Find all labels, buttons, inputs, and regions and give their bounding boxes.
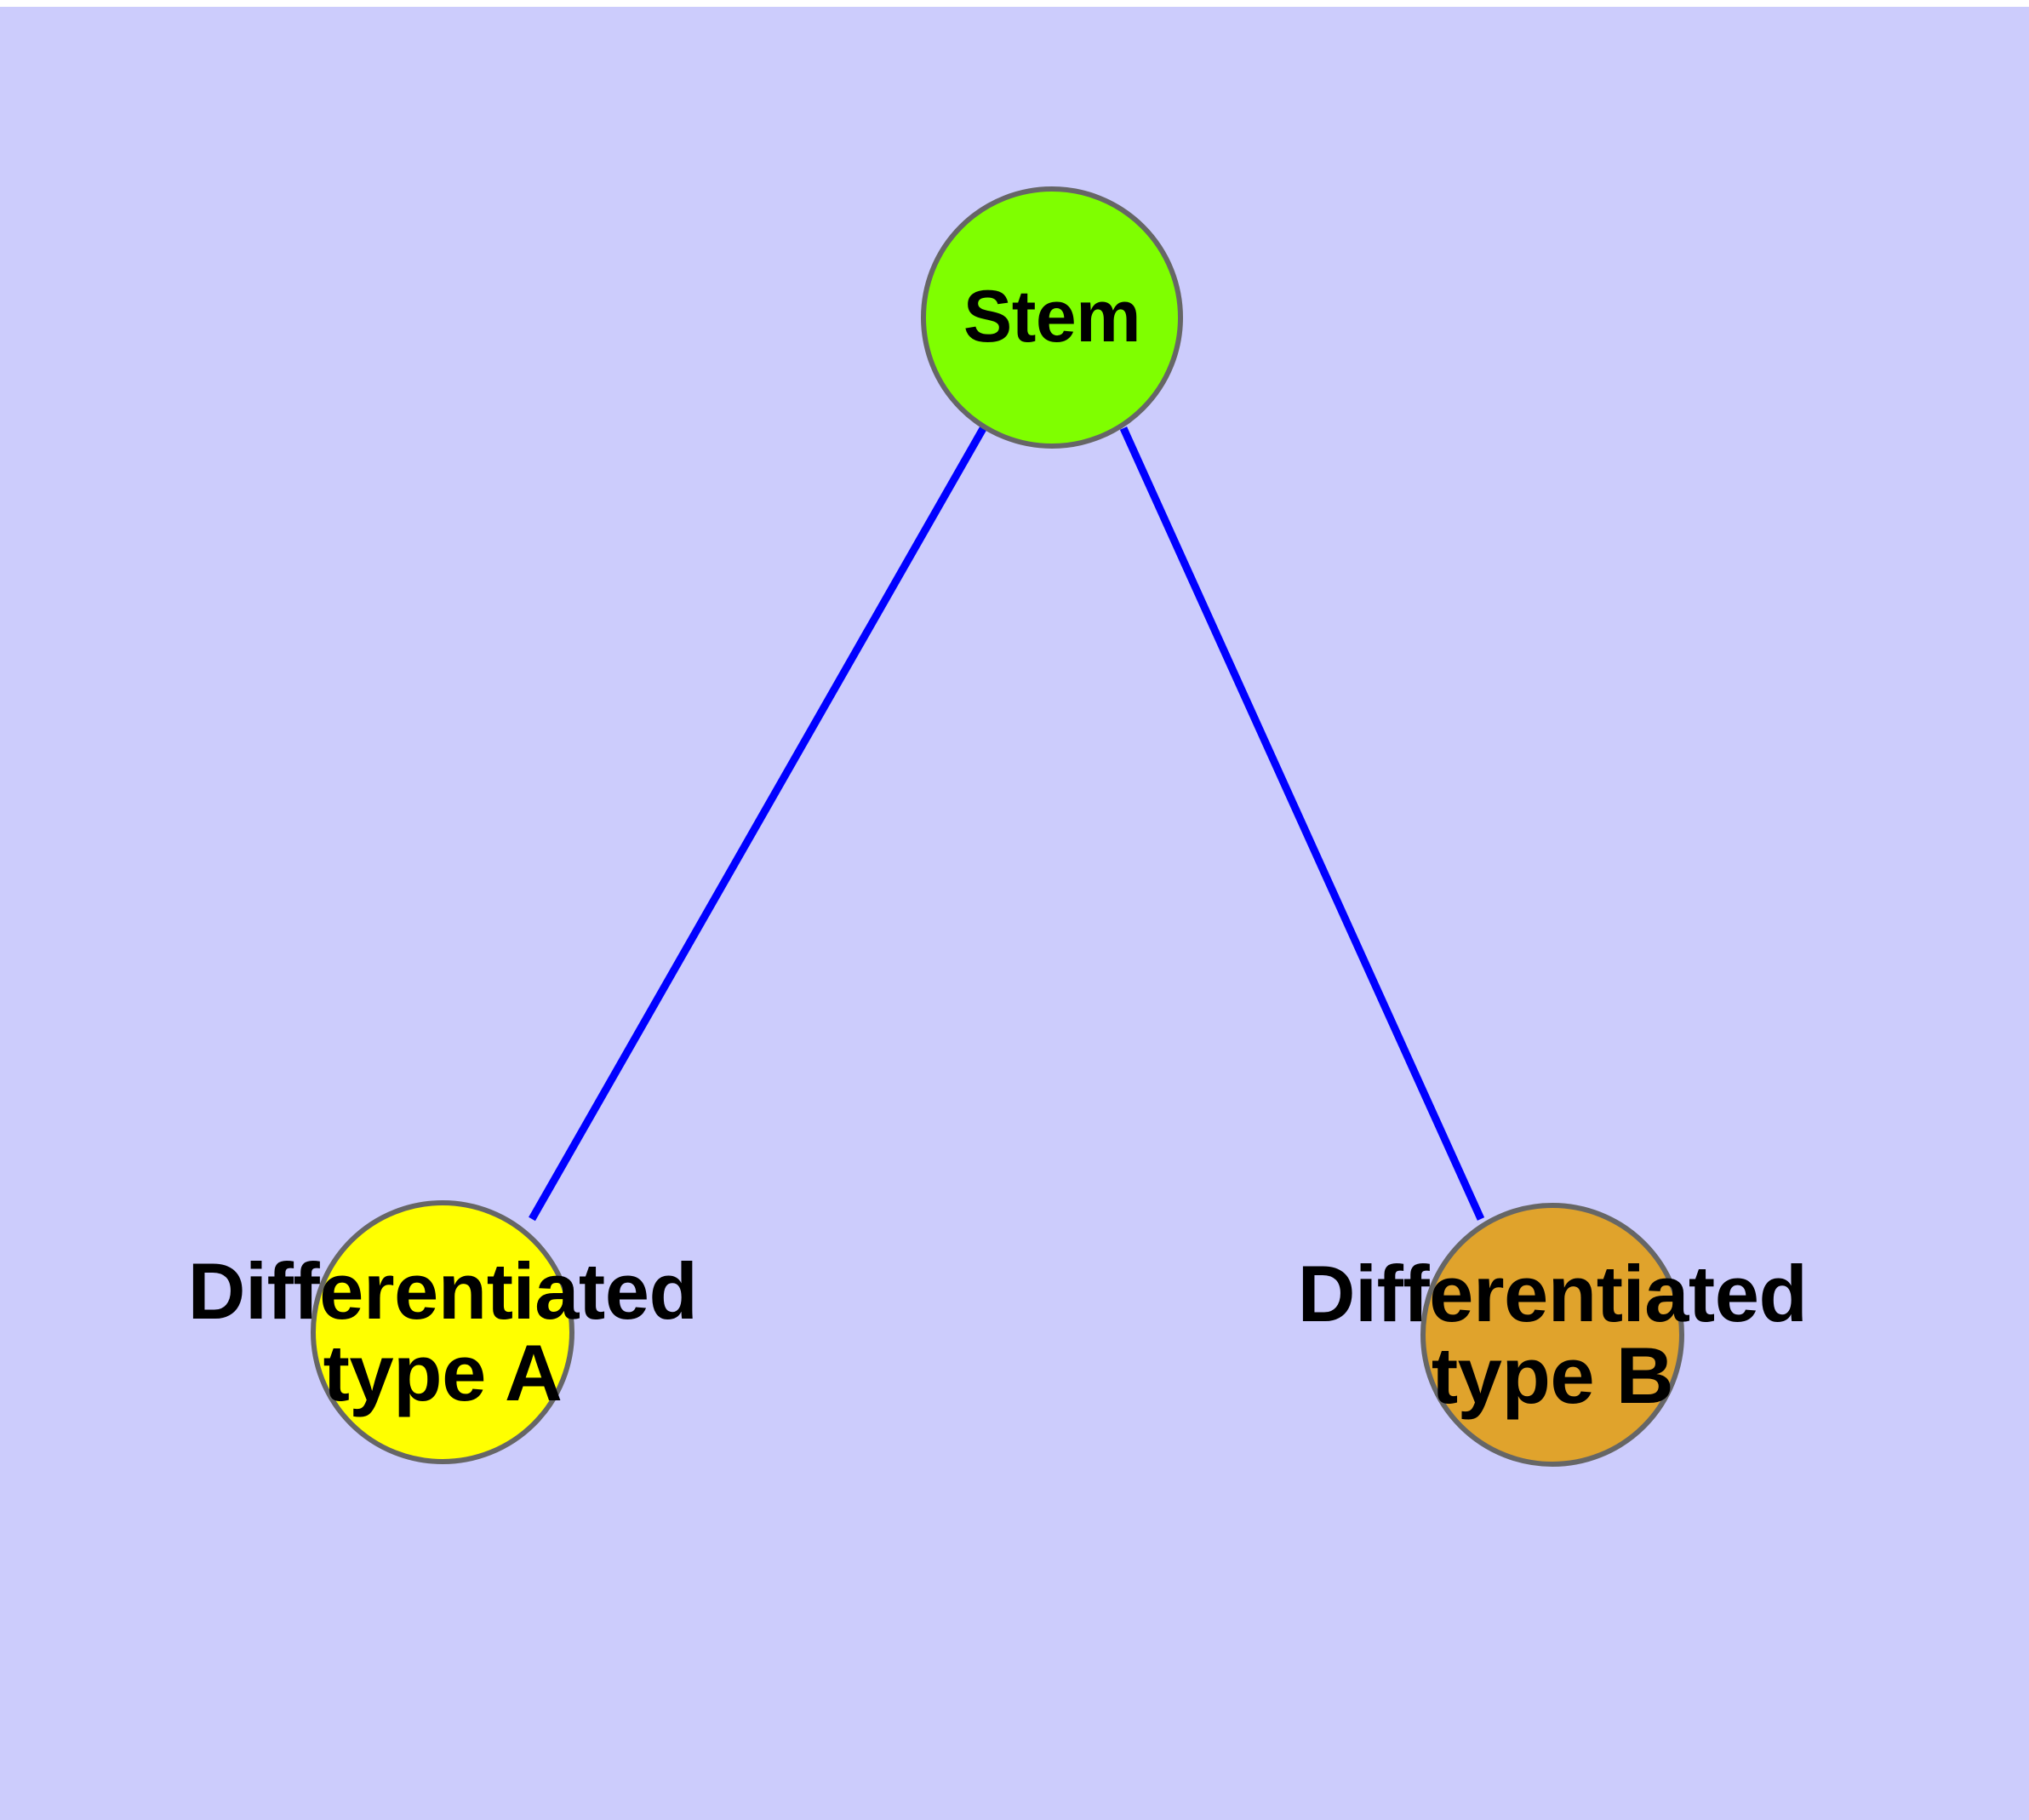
node-differentiated-type-b[interactable]: [1420, 1203, 1684, 1467]
node-stem[interactable]: [921, 186, 1183, 449]
node-layer: [311, 186, 1684, 1467]
node-differentiated-type-a[interactable]: [311, 1200, 574, 1464]
edge-stem-to-differentiated-type-b[interactable]: [1119, 426, 1485, 1221]
edge-stem-to-differentiated-type-a[interactable]: [529, 423, 988, 1222]
edge-layer: [529, 423, 1485, 1222]
